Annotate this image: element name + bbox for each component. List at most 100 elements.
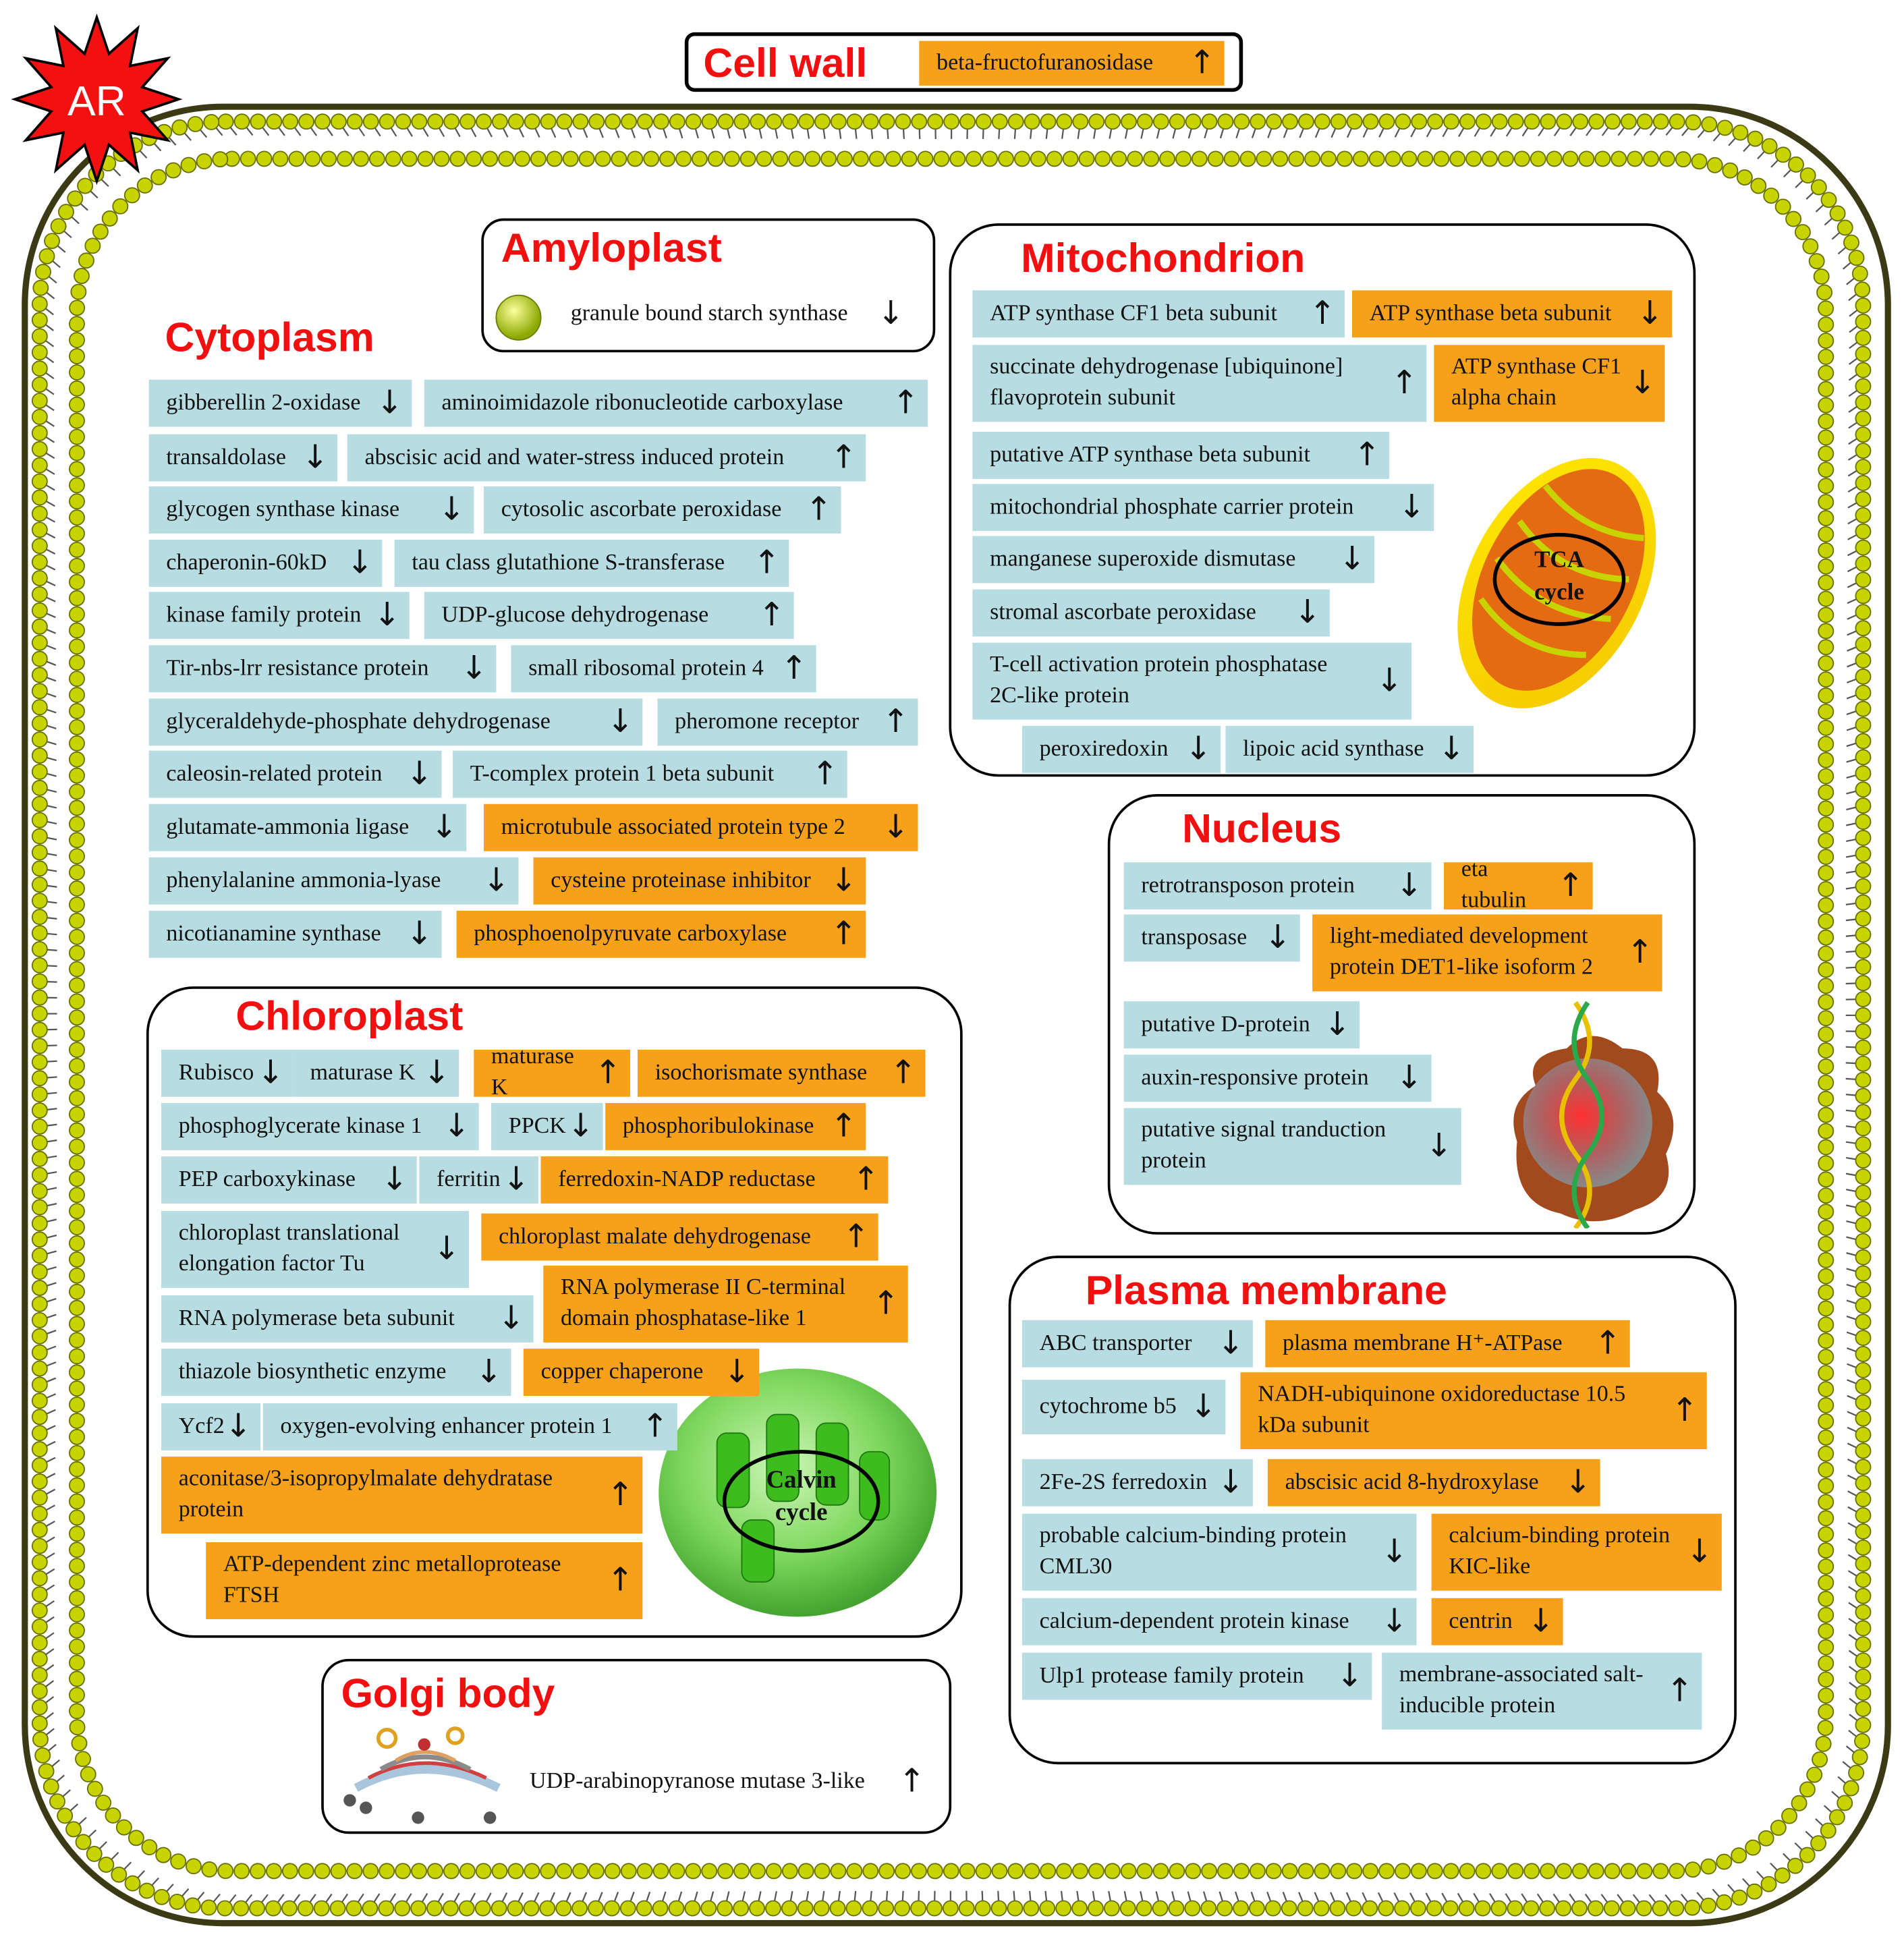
protein-label: ferritin xyxy=(437,1166,501,1192)
nucleus-protein: transposase ↓ xyxy=(1123,914,1300,962)
arrow-up-icon: ↑ xyxy=(830,1108,858,1146)
arrow-down-icon: ↓ xyxy=(567,1108,594,1146)
protein-label: calcium-dependent protein kinase xyxy=(1039,1608,1349,1634)
arrow-down-icon: ↓ xyxy=(1324,1006,1351,1044)
protein-label: putative D-protein xyxy=(1141,1011,1310,1037)
arrow-down-icon: ↓ xyxy=(405,756,433,793)
arrow-down-icon: ↓ xyxy=(482,862,510,900)
ar-starburst-icon: AR xyxy=(11,13,183,186)
arrow-down-icon: ↓ xyxy=(376,385,403,422)
protein-label: aconitase/3-isopropylmalate dehydratase … xyxy=(178,1466,553,1523)
arrow-down-icon: ↓ xyxy=(438,491,466,529)
protein-label: Tir-nbs-lrr resistance protein xyxy=(166,655,429,681)
protein-label: ferredoxin-NADP reductase xyxy=(558,1166,816,1192)
arrow-down-icon: ↓ xyxy=(1264,919,1291,957)
arrow-down-icon: ↓ xyxy=(877,295,905,333)
protein-label: cysteine proteinase inhibitor xyxy=(551,868,811,893)
cytoplasm-protein: glutamate-ammonia ligase↓ xyxy=(148,804,467,851)
cytoplasm-protein: transaldolase↓ xyxy=(148,434,338,482)
protein-label: transposase xyxy=(1141,925,1248,950)
chloroplast-protein: ferredoxin-NADP reductase↑ xyxy=(540,1156,889,1204)
protein-label: UDP-glucose dehydrogenase xyxy=(441,602,709,627)
chloroplast-protein: maturase K↑ xyxy=(474,1049,630,1097)
cytoplasm-protein: small ribosomal protein 4↑ xyxy=(511,645,816,693)
protein-label: thiazole biosynthetic enzyme xyxy=(178,1359,447,1384)
chloroplast-protein: oxygen-evolving enhancer protein 1↑ xyxy=(262,1403,677,1451)
chloroplast-protein: Rubisco↓ xyxy=(161,1049,293,1097)
protein-label: plasma membrane H⁺-ATPase xyxy=(1283,1330,1563,1356)
nucleus-protein: auxin-responsive protein↓ xyxy=(1123,1054,1432,1102)
cytoplasm-protein: caleosin-related protein↓ xyxy=(148,750,442,798)
protein-label: manganese superoxide dismutase xyxy=(990,546,1296,571)
arrow-down-icon: ↓ xyxy=(497,1300,525,1338)
arrow-down-icon: ↓ xyxy=(1380,1533,1408,1571)
cytoplasm-title: Cytoplasm xyxy=(165,314,374,360)
protein-label: phosphoribulokinase xyxy=(622,1113,814,1139)
golgi-illustration-icon xyxy=(343,1726,501,1824)
chloroplast-protein: aconitase/3-isopropylmalate dehydratase … xyxy=(161,1457,643,1534)
protein-label: Rubisco xyxy=(178,1060,254,1086)
mitochondrion-protein: lipoic acid synthase↓ xyxy=(1225,725,1474,773)
cytoplasm-protein: Tir-nbs-lrr resistance protein↓ xyxy=(148,645,497,693)
protein-label: eta tubulin xyxy=(1461,862,1527,910)
arrow-up-icon: ↑ xyxy=(898,1763,926,1801)
cytoplasm-protein: glycogen synthase kinase↓ xyxy=(148,486,474,534)
protein-label: lipoic acid synthase xyxy=(1243,736,1424,762)
plasma-protein: NADH-ubiquinone oxidoreductase 10.5 kDa … xyxy=(1240,1372,1707,1450)
arrow-up-icon: ↑ xyxy=(892,385,920,422)
arrow-down-icon: ↓ xyxy=(1395,1059,1423,1097)
arrow-down-icon: ↓ xyxy=(443,1108,470,1146)
arrow-down-icon: ↓ xyxy=(1293,594,1322,632)
protein-label: UDP-arabinopyranose mutase 3-like xyxy=(530,1768,865,1794)
nucleus-dna-illustration-icon xyxy=(1513,1001,1674,1229)
arrow-down-icon: ↓ xyxy=(1685,1533,1713,1571)
arrow-down-icon: ↓ xyxy=(1398,488,1426,526)
protein-label: membrane-associated salt- inducible prot… xyxy=(1399,1662,1644,1719)
protein-label: chaperonin-60kD xyxy=(166,550,327,575)
chloroplast-protein: phosphoribulokinase ↑ xyxy=(605,1102,866,1150)
arrow-down-icon: ↓ xyxy=(475,1353,503,1391)
arrow-up-icon: ↑ xyxy=(1626,934,1654,972)
protein-label: maturase K xyxy=(491,1049,574,1097)
arrow-down-icon: ↓ xyxy=(1189,1388,1217,1426)
arrow-down-icon: ↓ xyxy=(882,809,909,847)
protein-label: Ulp1 protease family protein xyxy=(1039,1663,1304,1689)
chloroplast-protein: thiazole biosynthetic enzyme ↓ xyxy=(161,1349,511,1396)
protein-label: aminoimidazole ribonucleotide carboxylas… xyxy=(441,390,843,416)
chloroplast-protein: Ycf2↓ xyxy=(161,1403,261,1451)
protein-label: abscisic acid and water-stress induced p… xyxy=(364,445,785,470)
chloroplast-protein: PPCK↓ xyxy=(491,1102,603,1150)
mitochondrion-protein: T-cell activation protein phosphatase 2C… xyxy=(972,642,1412,720)
protein-label: ATP-dependent zinc metalloprotease FTSH xyxy=(223,1552,561,1608)
protein-label: chloroplast translational elongation fac… xyxy=(178,1220,400,1277)
protein-label: kinase family protein xyxy=(166,602,362,627)
protein-label: T-cell activation protein phosphatase 2C… xyxy=(990,652,1328,709)
cytoplasm-protein: kinase family protein↓ xyxy=(148,592,410,640)
protein-label: succinate dehydrogenase [ubiquinone] fla… xyxy=(990,354,1343,411)
arrow-down-icon: ↓ xyxy=(723,1353,751,1391)
golgi-body-box: Golgi body UDP-arabinopyranose mutase 3-… xyxy=(321,1658,952,1834)
arrow-down-icon: ↓ xyxy=(1216,1325,1245,1363)
arrow-down-icon: ↓ xyxy=(1636,295,1664,333)
arrow-down-icon: ↓ xyxy=(502,1161,530,1199)
protein-label: phosphoenolpyruvate carboxylase xyxy=(474,921,787,947)
chloroplast-protein: copper chaperone↓ xyxy=(523,1349,760,1396)
cell-wall-protein: beta-fructofuranosidase↑ xyxy=(919,40,1225,86)
cytoplasm-protein: gibberellin 2-oxidase↓ xyxy=(148,379,412,427)
arrow-up-icon: ↑ xyxy=(882,703,909,741)
protein-label: ABC transporter xyxy=(1039,1330,1192,1356)
arrow-up-icon: ↑ xyxy=(1308,295,1337,333)
protein-label: probable calcium-binding protein CML30 xyxy=(1039,1523,1347,1580)
arrow-down-icon: ↓ xyxy=(1185,731,1212,768)
plasma-membrane-title: Plasma membrane xyxy=(1085,1266,1447,1313)
nucleus-protein: putative signal tranduction protein↓ xyxy=(1123,1108,1461,1185)
arrow-up-icon: ↑ xyxy=(780,650,808,687)
plasma-protein: probable calcium-binding protein CML30 ↓ xyxy=(1021,1513,1417,1591)
mitochondrion-protein: stromal ascorbate peroxidase↓ xyxy=(972,589,1330,637)
plasma-protein: Ulp1 protease family protein↓ xyxy=(1021,1652,1372,1700)
protein-label: phenylalanine ammonia-lyase xyxy=(166,868,441,893)
arrow-down-icon: ↓ xyxy=(346,544,374,582)
arrow-up-icon: ↑ xyxy=(1671,1392,1698,1430)
chloroplast-protein: RNA polymerase beta subunit↓ xyxy=(161,1295,534,1343)
